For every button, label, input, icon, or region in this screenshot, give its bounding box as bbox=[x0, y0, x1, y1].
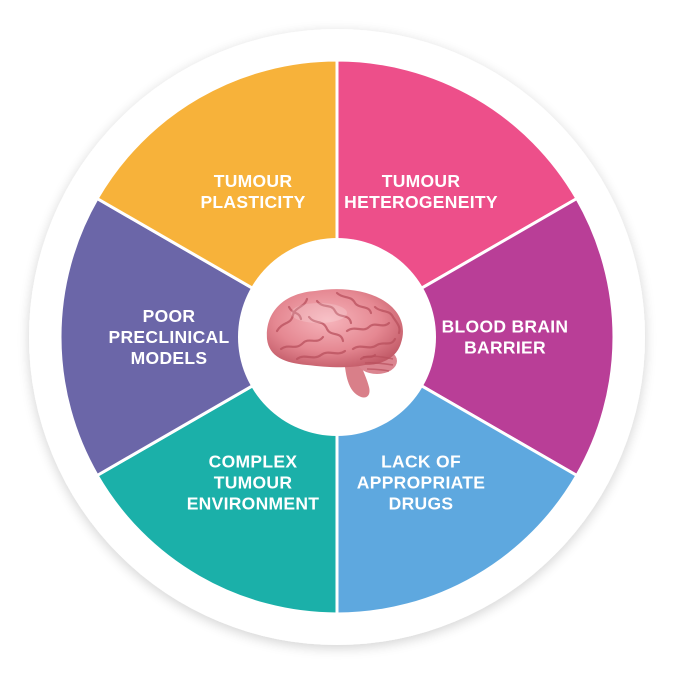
label-line: LACK OF bbox=[381, 451, 461, 471]
label-line: TUMOUR bbox=[214, 171, 293, 191]
label-line: POOR bbox=[143, 306, 196, 326]
label-line: BLOOD BRAIN bbox=[442, 317, 569, 337]
label-line: BARRIER bbox=[464, 338, 546, 358]
label-line: DRUGS bbox=[389, 493, 454, 513]
label-line: TUMOUR bbox=[214, 472, 293, 492]
label-line: PRECLINICAL bbox=[109, 327, 230, 347]
label-line: TUMOUR bbox=[382, 171, 461, 191]
label-line: ENVIRONMENT bbox=[187, 493, 320, 513]
segment-models bbox=[58, 196, 340, 478]
label-line: MODELS bbox=[131, 348, 208, 368]
label-line: PLASTICITY bbox=[200, 192, 305, 212]
label-line: APPROPRIATE bbox=[357, 472, 485, 492]
brain-icon bbox=[266, 289, 403, 398]
segment-bbb bbox=[334, 196, 616, 478]
label-line: COMPLEX bbox=[209, 451, 298, 471]
label-line: HETEROGENEITY bbox=[344, 192, 498, 212]
